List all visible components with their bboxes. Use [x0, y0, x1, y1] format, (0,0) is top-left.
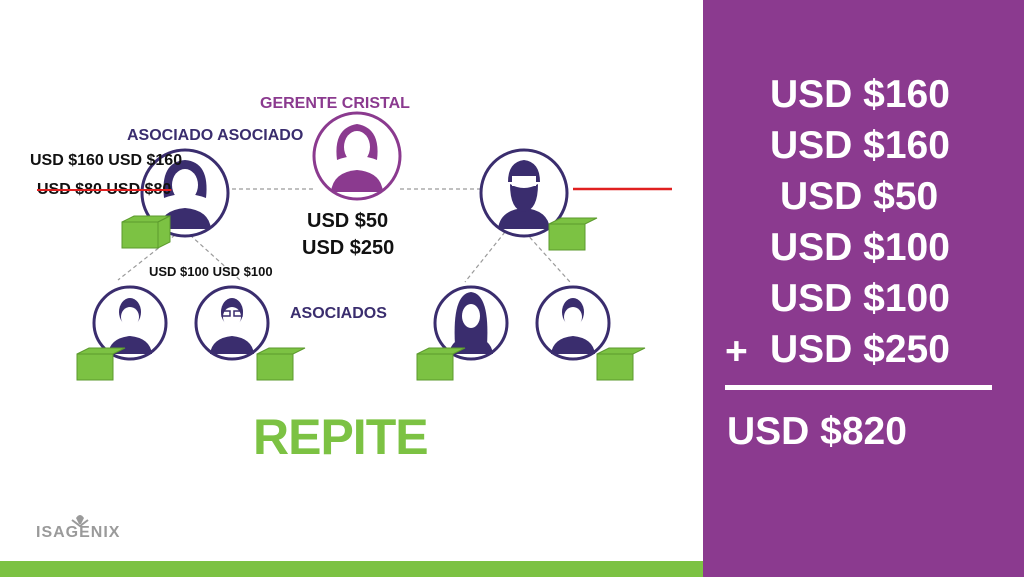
product-boxes [76, 215, 646, 381]
isagenix-logo-icon [71, 515, 89, 528]
network-diagram [76, 111, 672, 381]
summary-line: USD $100 [770, 226, 950, 269]
avatar-asociado-female [140, 148, 230, 238]
avatar-asociado-man-glasses [194, 285, 270, 361]
avatar-asociado-woman [433, 285, 509, 361]
product-box-icon [76, 347, 126, 381]
logo-text: ISAGENIX [36, 524, 121, 541]
summary-line: USD $100 [770, 277, 950, 320]
gerente-cristal-label: GERENTE CRISTAL [260, 95, 410, 112]
bottom-accent-bar [0, 561, 703, 577]
avatar-gerente-cristal [312, 111, 402, 201]
summary-line: USD $160 [770, 73, 950, 116]
product-box-icon [548, 217, 598, 251]
summary-panel [703, 0, 1024, 577]
amount-sub: USD $100 USD $100 [149, 264, 273, 279]
isagenix-logo: ISAGENIX [36, 512, 146, 549]
avatar-asociado-man-1 [92, 285, 168, 361]
bonus-line-1: USD $50 [307, 210, 389, 232]
product-box-icon [416, 347, 466, 381]
avatar-asociado-man-2 [535, 285, 611, 361]
avatar-bearded-man [479, 148, 569, 238]
bonus-line-2: USD $250 [302, 237, 395, 259]
amount-top: USD $160 USD $160 [30, 152, 183, 169]
product-box-icon [121, 215, 171, 249]
repite-heading: REPITE [253, 409, 429, 465]
summary-line: USD $250 [770, 328, 950, 371]
connector-lines [117, 188, 571, 283]
asociado-label: ASOCIADO ASOCIADO [127, 127, 304, 144]
product-box-icon [256, 347, 306, 381]
summary-line: USD $50 [780, 175, 939, 218]
summary-divider [725, 385, 992, 390]
plus-sign: + [725, 330, 748, 373]
amount-struck: USD $80 USD $80 [37, 181, 172, 198]
product-box-icon [596, 347, 646, 381]
summary-total: USD $820 [727, 410, 907, 453]
summary-line: USD $160 [770, 124, 950, 167]
asociados-label: ASOCIADOS [290, 305, 387, 322]
